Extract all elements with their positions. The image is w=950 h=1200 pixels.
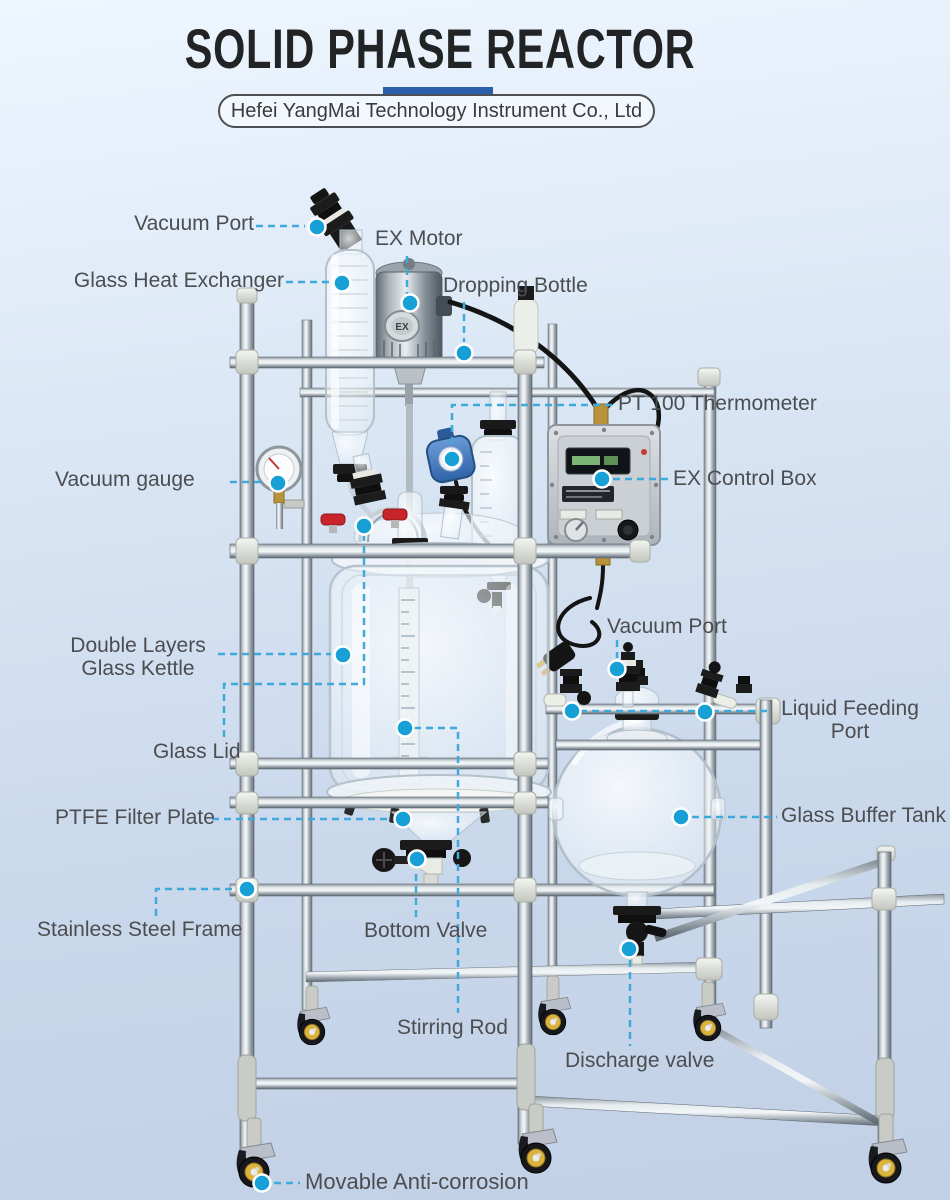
red-cap: [382, 508, 408, 528]
label-movable-anti-corrosion-line2: Universal Wheel: [330, 1197, 490, 1200]
company-name-pill: Hefei YangMai Technology Instrument Co.,…: [218, 94, 655, 128]
vacuum-port-right-fitting: [616, 642, 640, 708]
label-dropping-bottle: Dropping Bottle: [443, 274, 588, 297]
glass-buffer-tank-unit: [548, 660, 726, 898]
label-vacuum-port-right: Vacuum Port: [607, 615, 727, 638]
red-cap: [320, 513, 346, 533]
lid-port-left: [349, 452, 387, 506]
label-line: Double Layers: [70, 634, 206, 657]
liquid-feeding-port-fitting: [695, 661, 737, 709]
label-vacuum-gauge: Vacuum gauge: [55, 468, 195, 491]
label-stainless-steel-frame: Stainless Steel Frame: [37, 918, 243, 941]
callout-lines: [154, 224, 777, 1185]
corner-fitting: [736, 676, 752, 693]
bottom-valve: [372, 811, 488, 887]
callout-dots: [237, 217, 715, 1193]
label-discharge-valve: Discharge valve: [565, 1049, 715, 1072]
header: SOLID PHASE REACTOR: [0, 16, 880, 81]
callout-line-stirring-rod: [414, 726, 460, 1013]
label-ex-control-box: EX Control Box: [673, 467, 817, 490]
label-line: Liquid Feeding: [781, 697, 919, 720]
accent-bar: [383, 87, 493, 96]
label-ex-motor: EX Motor: [375, 227, 463, 250]
glass-heat-exchanger: [310, 188, 375, 518]
ex-control-box: [547, 403, 661, 566]
label-pt100-thermometer: PT 100 Thermometer: [618, 392, 817, 415]
feed-port-fitting: [543, 669, 591, 707]
double-layers-glass-kettle: [328, 564, 550, 794]
frame-right: [545, 697, 945, 1161]
callout-line-stainless-steel-frame: [154, 887, 235, 916]
label-bottom-valve: Bottom Valve: [364, 919, 488, 942]
label-vacuum-port-top: Vacuum Port: [134, 212, 254, 235]
ex-motor: EX: [375, 258, 452, 406]
frame-front-bars: [229, 356, 887, 1127]
label-liquid-feeding-port: Liquid Feeding Port: [776, 697, 924, 743]
label-movable-anti-corrosion: Movable Anti-corrosion: [305, 1169, 529, 1194]
label-ptfe-filter-plate: PTFE Filter Plate: [55, 806, 215, 829]
page-title: SOLID PHASE REACTOR: [184, 17, 696, 80]
label-glass-lid: Glass Lid: [153, 740, 241, 763]
callout-line-pt100: [450, 403, 612, 450]
callout-line-glass-lid: [222, 536, 366, 737]
label-stirring-rod: Stirring Rod: [397, 1016, 508, 1039]
motor-badge: EX: [395, 322, 409, 333]
lid-port-right: [438, 498, 470, 540]
label-line: Glass Kettle: [81, 657, 195, 680]
label-glass-buffer-tank: Glass Buffer Tank: [781, 804, 946, 827]
discharge-valve: [613, 891, 667, 965]
label-line: Port: [830, 720, 870, 743]
label-glass-heat-exchanger: Glass Heat Exchanger: [73, 269, 284, 292]
frame-front-poles: [235, 286, 539, 1159]
label-double-layers-glass-kettle: Double Layers Glass Kettle: [62, 634, 214, 680]
